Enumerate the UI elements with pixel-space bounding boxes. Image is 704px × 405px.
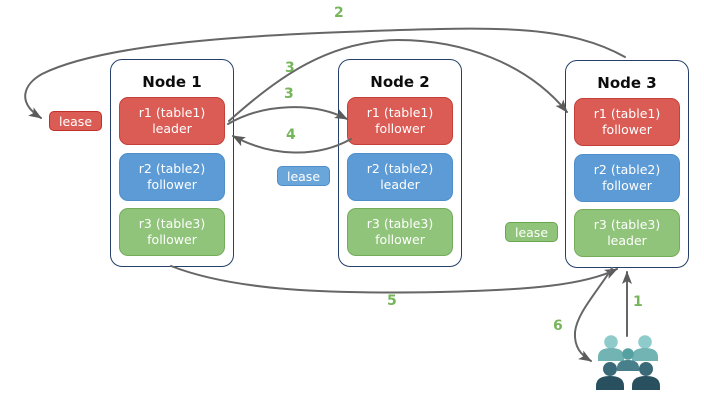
node-3-replica-r2: r2 (table2) follower [574, 154, 680, 202]
replica-label: r1 (table1) [366, 104, 434, 120]
node-2-replica-r3: r3 (table3) follower [347, 208, 453, 256]
step-label-6: 6 [553, 318, 563, 334]
lease-tag-green: lease [505, 222, 558, 242]
step-label-2: 2 [334, 5, 344, 21]
replica-label: r1 (table1) [593, 105, 661, 121]
arrow-6-node3-to-users [573, 267, 613, 362]
replica-role: leader [607, 233, 647, 248]
replica-role: leader [152, 121, 192, 136]
replica-label: r2 (table2) [593, 161, 661, 177]
lease-tag-blue: lease [277, 166, 330, 186]
node-2-replica-r1: r1 (table1) follower [347, 97, 453, 145]
replica-role: follower [147, 177, 197, 192]
step-label-3b: 3 [284, 86, 294, 102]
replica-label: r3 (table3) [593, 216, 661, 232]
node-1-replica-r2: r2 (table2) follower [119, 153, 225, 201]
step-label-3a: 3 [285, 60, 295, 76]
arrow-5-node1-to-node3 [170, 265, 618, 294]
replica-role: follower [602, 178, 652, 193]
replica-label: r3 (table3) [366, 215, 434, 231]
replica-role: follower [375, 121, 425, 136]
node-3-box: Node 3 r1 (table1) follower r2 (table2) … [565, 60, 689, 268]
replica-role: leader [380, 177, 420, 192]
arrow-3-node1-to-node2-r1 [227, 106, 348, 125]
replica-label: r2 (table2) [366, 160, 434, 176]
lease-tag-red: lease [49, 111, 102, 131]
step-label-5: 5 [387, 293, 397, 309]
replica-label: r2 (table2) [138, 160, 206, 176]
replica-label: r1 (table1) [138, 104, 206, 120]
replica-label: r3 (table3) [138, 215, 206, 231]
step-label-4: 4 [286, 127, 296, 143]
users-icon [596, 335, 660, 390]
node-1-replica-r3: r3 (table3) follower [119, 208, 225, 256]
replica-role: follower [375, 232, 425, 247]
node-1-title: Node 1 [142, 73, 202, 91]
node-2-box: Node 2 r1 (table1) follower r2 (table2) … [338, 59, 462, 267]
replica-role: follower [602, 122, 652, 137]
node-3-replica-r3: r3 (table3) leader [574, 209, 680, 257]
step-label-1: 1 [633, 294, 643, 310]
node-3-title: Node 3 [597, 74, 657, 92]
node-1-box: Node 1 r1 (table1) leader r2 (table2) fo… [110, 59, 234, 267]
node-1-replica-r1: r1 (table1) leader [119, 97, 225, 145]
node-3-replica-r1: r1 (table1) follower [574, 98, 680, 146]
replica-role: follower [147, 232, 197, 247]
node-2-title: Node 2 [370, 73, 430, 91]
node-2-replica-r2: r2 (table2) leader [347, 153, 453, 201]
